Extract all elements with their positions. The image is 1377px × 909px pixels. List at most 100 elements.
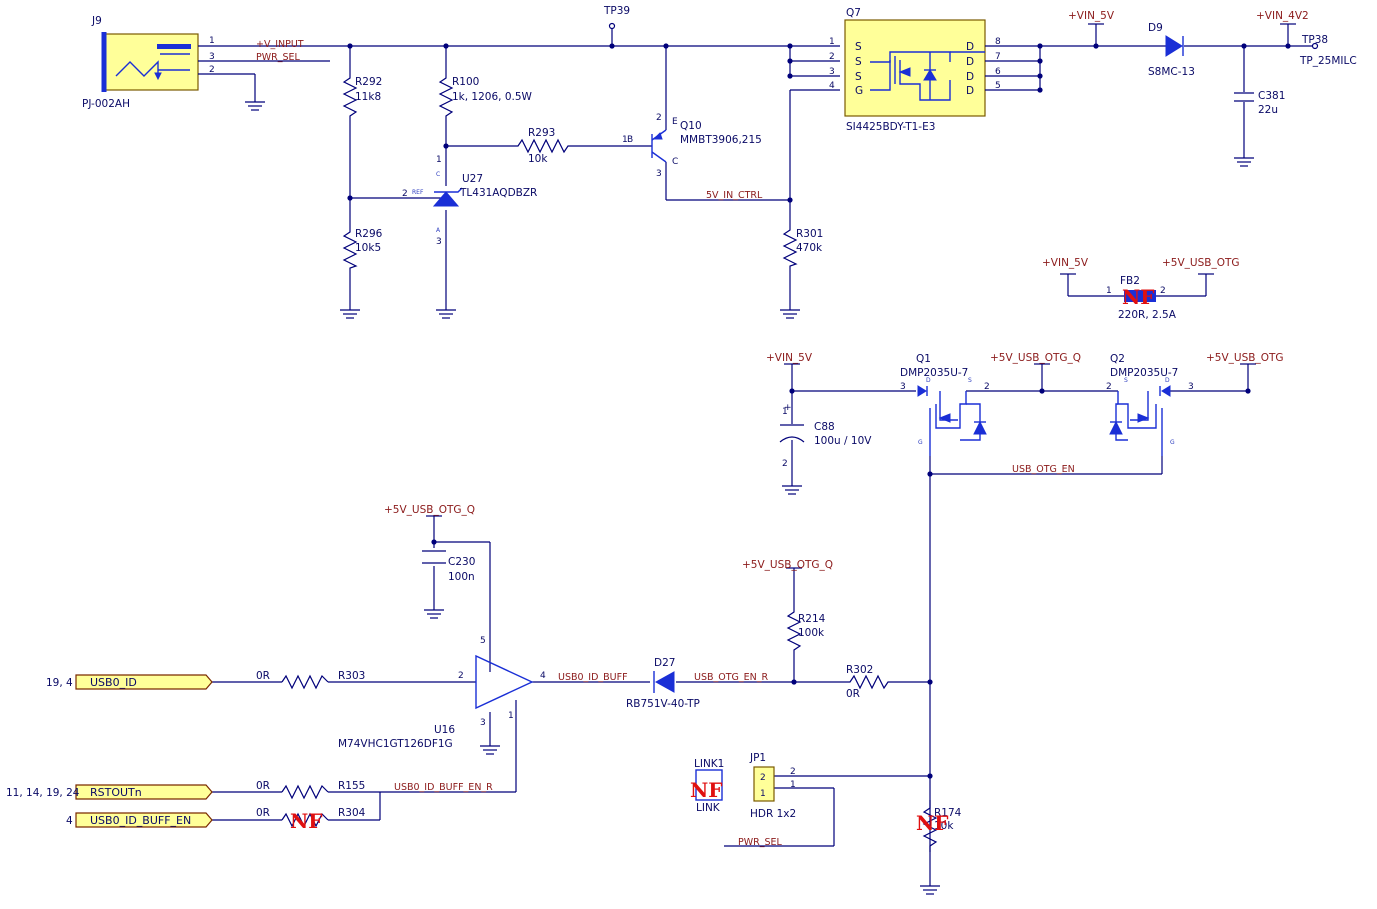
resistor-r296: R296 10k5 <box>342 224 383 272</box>
c230-ref: C230 <box>448 556 475 568</box>
q7-letter-s1: S <box>855 41 862 53</box>
q7-pin-2: 2 <box>829 52 835 62</box>
fb2-ref: FB2 <box>1120 275 1140 287</box>
ground-icon <box>782 485 802 495</box>
net-usb0-id-buff: USB0_ID_BUFF <box>558 672 628 683</box>
u27-pin-1: 1 <box>436 155 442 165</box>
q7-letter-s3: S <box>855 71 862 83</box>
u16-ref: U16 <box>434 724 455 736</box>
net-usb-otg-en-r: USB_OTG_EN_R <box>694 672 769 683</box>
c88-pin-2: 2 <box>782 459 788 469</box>
power-vin-4v2: +VIN_4V2 <box>1256 10 1309 25</box>
j9-ref: J9 <box>91 15 102 27</box>
fb2-pin-2: 2 <box>1160 286 1166 296</box>
q1-pin-2: 2 <box>984 382 990 392</box>
pwr-vin-5v-mid: +VIN_5V <box>766 352 813 364</box>
u16-value: M74VHC1GT126DF1G <box>338 738 453 750</box>
capacitor-c88: + 1 2 C88 100u / 10V <box>779 403 872 469</box>
q2-pin-2: 2 <box>1106 382 1112 392</box>
tp38-value: TP_25MILC <box>1299 55 1357 67</box>
q7-pin-1: 1 <box>829 37 835 47</box>
u16-pin-4: 4 <box>540 671 546 681</box>
port-usb0-id-buff-en-refs: 4 <box>66 815 73 827</box>
q7-letter-d1: D <box>966 41 974 53</box>
u27-pin-2: 2 <box>402 189 408 199</box>
r155-value: 0R <box>256 780 270 792</box>
ground-symbols <box>245 101 1254 895</box>
d27-ref: D27 <box>654 657 675 669</box>
q2-ref: Q2 <box>1110 353 1125 365</box>
d9-value: S8MC-13 <box>1148 66 1195 78</box>
q2-letter-d: D <box>1165 377 1170 384</box>
q7-pin-7: 7 <box>995 52 1001 62</box>
r155-ref: R155 <box>338 780 365 792</box>
port-rstoutn[interactable]: RSTOUTn 11, 14, 19, 24 <box>6 784 213 800</box>
j9-value: PJ-002AH <box>82 98 130 110</box>
pwr-usb-otg-fb: +5V_USB_OTG <box>1162 257 1240 269</box>
q2-value: DMP2035U-7 <box>1110 367 1178 379</box>
u27-pin-ref: REF <box>412 189 424 196</box>
resistor-r292: R292 11k8 <box>342 70 382 122</box>
j9-pin-2: 2 <box>209 65 215 75</box>
resistor-r302: R302 0R <box>838 664 892 700</box>
d9-ref: D9 <box>1148 22 1163 34</box>
q7-pin-3: 3 <box>829 67 835 77</box>
capacitor-c381: C381 22u <box>1234 90 1285 116</box>
junction-dot <box>927 679 933 685</box>
port-rstoutn-refs: 11, 14, 19, 24 <box>6 787 80 799</box>
connector-j9: J9 PJ-002AH 1 3 2 <box>82 15 215 110</box>
junction-dot <box>789 388 795 394</box>
diode-d9: D9 S8MC-13 <box>1148 22 1195 78</box>
c230-value: 100n <box>448 571 475 583</box>
transistor-q10: Q10 MMBT3906,215 1 B 2 E 3 C <box>622 113 762 179</box>
wires-top <box>198 28 840 310</box>
pwr-usb-otg-q-mid: +5V_USB_OTG_Q <box>990 352 1081 364</box>
r174-ref: R174 <box>934 807 962 819</box>
r292-value: 11k8 <box>355 91 381 103</box>
jp1-ref: JP1 <box>749 752 766 764</box>
q7-pin-8: 8 <box>995 37 1001 47</box>
ground-icon <box>340 309 360 319</box>
port-usb0-id-buff-en-label: USB0_ID_BUFF_EN <box>90 814 191 827</box>
ground-icon <box>1234 157 1254 167</box>
r304-value: 0R <box>256 807 270 819</box>
junction-dot <box>1039 388 1045 394</box>
r174-value: 10k <box>934 820 954 832</box>
junction-dot <box>791 679 797 685</box>
q7-pin-5: 5 <box>995 81 1001 91</box>
q10-pin-c: C <box>672 157 678 167</box>
q10-pin-e: E <box>672 117 678 127</box>
pwr-vin-5v-top: +VIN_5V <box>1068 10 1115 22</box>
port-usb0-id-refs: 19, 4 <box>46 677 73 689</box>
net-v-input: +V_INPUT <box>256 39 304 50</box>
mosfet-q2: Q2 DMP2035U-7 2 3 S D G <box>1106 353 1194 456</box>
c381-value: 22u <box>1258 104 1278 116</box>
q7-pin-6: 6 <box>995 67 1001 77</box>
r302-value: 0R <box>846 688 860 700</box>
junction-dot <box>1037 43 1043 49</box>
junction-dot <box>787 73 793 79</box>
q1-letter-g: G <box>918 439 923 446</box>
testpoint-tp39: TP39 <box>603 5 630 30</box>
r302-ref: R302 <box>846 664 873 676</box>
junction-dot <box>663 43 669 49</box>
jp1-pin-1-inner: 1 <box>760 789 766 799</box>
c88-pin-1: 1 <box>782 407 788 417</box>
junction-dots <box>347 43 1291 779</box>
junction-dot <box>1037 73 1043 79</box>
u27-value: TL431AQDBZR <box>459 187 537 199</box>
link1-ref: LINK1 <box>694 758 724 770</box>
r304-nf-mark: NF <box>290 809 322 833</box>
net-pwr-sel: PWR_SEL <box>256 52 301 63</box>
link1-value: LINK <box>696 802 721 814</box>
pwr-usb-otg-q-c230: +5V_USB_OTG_Q <box>384 504 475 516</box>
q1-letter-s: S <box>968 377 972 384</box>
junction-dot <box>347 43 353 49</box>
resistor-r155: 0R R155 <box>256 780 365 800</box>
port-usb0-id[interactable]: USB0_ID 19, 4 <box>46 674 213 690</box>
junction-dot <box>443 43 449 49</box>
u16-pin-1: 1 <box>508 711 514 721</box>
ferrite-fb2: FB2 220R, 2.5A 1 2 NF +VIN_5V +5V_USB_OT… <box>1042 257 1240 321</box>
port-usb0-id-buff-en[interactable]: USB0_ID_BUFF_EN 4 <box>66 812 213 828</box>
